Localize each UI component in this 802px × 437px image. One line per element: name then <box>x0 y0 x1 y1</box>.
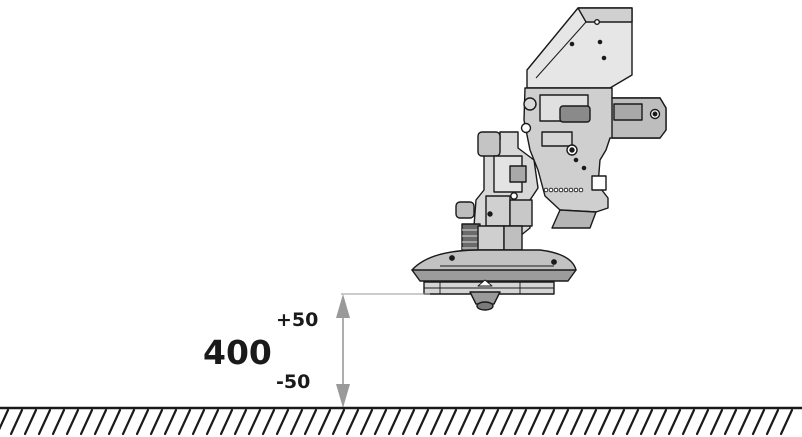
hatch-mark <box>737 408 752 436</box>
hitch-plate <box>520 87 667 229</box>
hatch-mark <box>499 408 514 436</box>
hatch-mark <box>79 408 94 436</box>
hatch-mark <box>247 408 262 436</box>
plus-tolerance-label: +50 <box>276 309 318 331</box>
hatch-mark <box>387 408 402 436</box>
hatch-mark <box>555 408 570 436</box>
hatch-mark <box>289 408 304 436</box>
hatch-mark <box>485 408 500 436</box>
hatch-mark <box>37 408 52 436</box>
minus-tolerance-label: -50 <box>276 371 310 393</box>
hatch-mark <box>135 408 150 436</box>
hatch-mark <box>345 408 360 436</box>
hatch-mark <box>541 408 556 436</box>
hatch-mark <box>639 408 654 436</box>
hatch-mark <box>317 408 332 436</box>
drive-column <box>455 131 539 255</box>
hatch-mark <box>429 408 444 436</box>
hatch-mark <box>261 408 276 436</box>
gearbox-housing <box>526 7 633 89</box>
hatch-mark <box>751 408 766 436</box>
hatch-mark <box>681 408 696 436</box>
hatched-ground-line <box>0 406 802 436</box>
rotor-disc <box>411 249 577 282</box>
hatch-mark <box>93 408 108 436</box>
mower-head-illustration <box>411 7 667 311</box>
hatch-mark <box>23 408 38 436</box>
hatch-mark <box>121 408 136 436</box>
hatch-mark <box>569 408 584 436</box>
hatch-mark <box>765 408 780 436</box>
cut-height-value: 400 <box>203 333 272 372</box>
hatch-mark <box>709 408 724 436</box>
hatch-mark <box>107 408 122 436</box>
hatch-mark <box>401 408 416 436</box>
hatch-mark <box>779 408 794 436</box>
hatch-mark <box>205 408 220 436</box>
hatch-mark <box>149 408 164 436</box>
hatch-mark <box>667 408 682 436</box>
hatch-mark <box>65 408 80 436</box>
hatch-mark <box>177 408 192 436</box>
hatch-mark <box>9 408 24 436</box>
hatch-mark <box>611 408 626 436</box>
hatch-mark <box>191 408 206 436</box>
hatch-mark <box>513 408 528 436</box>
hatch-mark <box>415 408 430 436</box>
hatch-mark <box>457 408 472 436</box>
hatch-mark <box>51 408 66 436</box>
hatch-mark <box>443 408 458 436</box>
hatch-mark <box>233 408 248 436</box>
hatch-mark <box>163 408 178 436</box>
hatch-mark <box>373 408 388 436</box>
hatch-mark <box>359 408 374 436</box>
hatch-mark <box>583 408 598 436</box>
hatch-mark <box>695 408 710 436</box>
hatch-mark <box>471 408 486 436</box>
hatch-mark <box>653 408 668 436</box>
cutter-bar <box>423 279 555 311</box>
hatch-mark <box>723 408 738 436</box>
hatch-mark <box>527 408 542 436</box>
hatch-mark <box>625 408 640 436</box>
hatch-mark <box>219 408 234 436</box>
double-headed-dimension-arrow <box>336 294 350 408</box>
hatch-mark <box>0 408 10 431</box>
hatch-mark <box>275 408 290 436</box>
hatch-mark <box>303 408 318 436</box>
rivet-row <box>543 187 584 193</box>
hatch-mark <box>597 408 612 436</box>
hatch-mark <box>331 408 346 436</box>
